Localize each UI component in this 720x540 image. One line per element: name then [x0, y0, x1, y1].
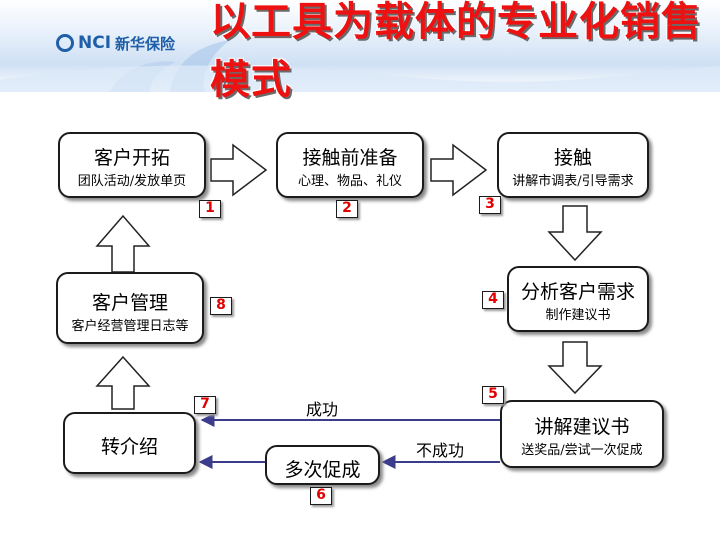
block-arrow-1-to-2 [210, 143, 268, 197]
step-number-badge: 2 [336, 200, 358, 218]
step-title: 分析客户需求 [520, 281, 635, 303]
step-title: 讲解建议书 [534, 416, 630, 438]
logo-circle-icon [56, 34, 74, 52]
company-logo: NCI 新华保险 [56, 30, 175, 56]
step-number-badge: 1 [199, 200, 221, 218]
step-number-badge: 8 [210, 297, 232, 315]
step-number-badge: 3 [479, 196, 501, 214]
block-arrow-4-to-5 [547, 341, 603, 395]
step-title: 客户开拓 [93, 147, 170, 169]
block-arrow-7-to-8 [95, 355, 151, 410]
step-title: 客户管理 [91, 292, 168, 314]
step-repeated-closing: 多次促成 [265, 445, 380, 485]
step-number-badge: 6 [310, 487, 332, 505]
step-title: 多次促成 [284, 459, 361, 481]
step-title: 接触 [553, 147, 592, 169]
step-number-badge: 7 [194, 396, 216, 414]
step-subtitle: 心理、物品、礼仪 [297, 174, 402, 189]
step-customer-management: 客户管理 客户经营管理日志等 [56, 272, 204, 344]
block-arrow-3-to-4 [547, 205, 603, 262]
block-arrow-2-to-3 [430, 143, 488, 197]
step-referral: 转介绍 [63, 412, 196, 474]
water-splash-decoration [0, 40, 720, 92]
step-title: 接触前准备 [302, 147, 398, 169]
step-subtitle: 团队活动/发放单页 [77, 174, 187, 189]
step-number-badge: 4 [482, 291, 504, 309]
header-banner: NCI 新华保险 以工具为载体的专业化销售模式 [0, 0, 720, 103]
step-subtitle: 制作建议书 [545, 308, 611, 323]
step-needs-analysis: 分析客户需求 制作建议书 [507, 266, 649, 332]
step-number-badge: 5 [482, 386, 504, 404]
logo-chinese-name: 新华保险 [115, 34, 176, 53]
step-subtitle: 送奖品/尝试一次促成 [521, 443, 643, 458]
step-pre-contact-prep: 接触前准备 心理、物品、礼仪 [276, 132, 424, 198]
step-title: 转介绍 [100, 436, 158, 458]
step-subtitle: 讲解市调表/引导需求 [512, 174, 634, 189]
step-present-proposal: 讲解建议书 送奖品/尝试一次促成 [500, 400, 664, 468]
edge-label-failure: 不成功 [416, 441, 465, 460]
step-contact: 接触 讲解市调表/引导需求 [497, 132, 649, 198]
step-customer-prospecting: 客户开拓 团队活动/发放单页 [58, 132, 206, 198]
block-arrow-8-to-1 [95, 214, 151, 273]
logo-text: NCI [78, 33, 112, 53]
edge-label-success: 成功 [306, 400, 339, 419]
step-subtitle: 客户经营管理日志等 [71, 319, 189, 334]
